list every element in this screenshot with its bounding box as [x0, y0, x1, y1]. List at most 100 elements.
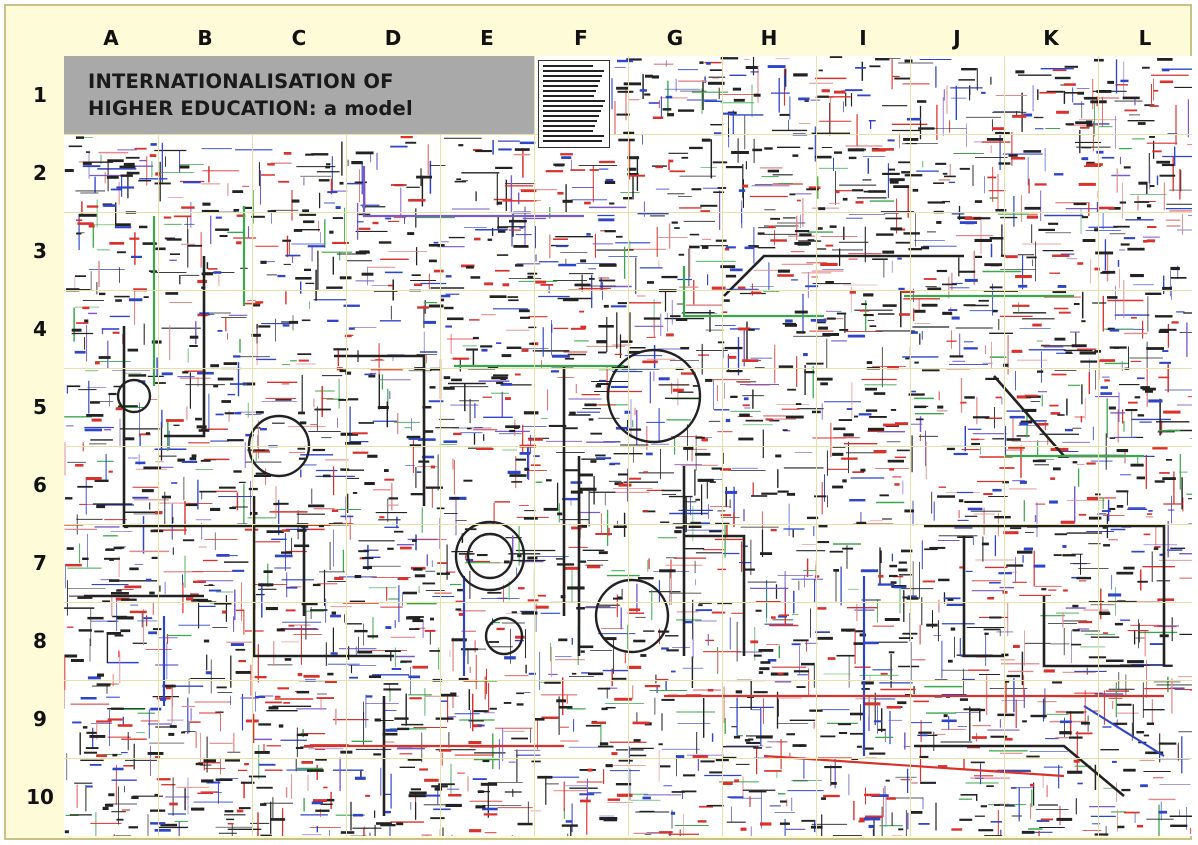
pathway-node-label: [571, 491, 583, 494]
pathway-node-label: [283, 324, 290, 326]
pathway-node-label: [1134, 201, 1149, 203]
pathway-node-label: [99, 293, 105, 295]
pathway-node-label: [364, 482, 375, 485]
pathway-node-label: [394, 531, 403, 533]
pathway-node-label: [355, 777, 366, 780]
pathway-node-label: [1056, 818, 1072, 821]
pathway-node-label: [766, 418, 773, 420]
pathway-node-label: [238, 660, 246, 662]
pathway-node-label: [1158, 377, 1169, 379]
pathway-node-label: [191, 599, 208, 602]
pathway-node-label: [131, 796, 138, 799]
pathway-node-label: [1171, 321, 1178, 323]
pathway-node-label: [995, 132, 1010, 135]
pathway-node-label: [277, 687, 289, 689]
pathway-node-label: [596, 457, 611, 459]
pathway-node-label: [1052, 681, 1062, 683]
pathway-node-label: [716, 759, 729, 762]
pathway-node-label: [563, 427, 577, 429]
pathway-node-label: [504, 702, 512, 704]
pathway-node-label: [75, 351, 86, 354]
pathway-node-label: [978, 829, 993, 831]
pathway-node-label: [834, 91, 846, 94]
pathway-node-label: [1032, 324, 1041, 327]
pathway-node-label: [86, 786, 93, 788]
pathway-node-label: [299, 360, 309, 362]
pathway-node-label: [886, 780, 890, 782]
pathway-node-label: [826, 245, 834, 247]
pathway-node-label: [121, 175, 133, 177]
pathway-node-label: [283, 702, 290, 704]
pathway-node-label: [617, 794, 633, 797]
pathway-node-label: [808, 148, 813, 150]
pathway-node-label: [1096, 90, 1111, 93]
pathway-node-label: [1162, 350, 1168, 352]
pathway-node-label: [698, 479, 714, 482]
pathway-node-label: [1071, 644, 1081, 646]
pathway-node-label: [298, 448, 306, 450]
pathway-node-label: [430, 368, 441, 371]
pathway-node-label: [785, 319, 793, 322]
pathway-node-label: [1015, 275, 1032, 278]
pathway-node-label: [459, 553, 475, 555]
legend-text-line: [543, 130, 593, 132]
pathway-node-label: [960, 168, 970, 170]
pathway-node-label: [666, 96, 673, 99]
pathway-node-label: [708, 689, 714, 692]
pathway-node-label: [817, 322, 826, 324]
pathway-node-label: [1072, 344, 1087, 347]
pathway-node-label: [131, 256, 142, 258]
pathway-node-label: [756, 610, 762, 612]
pathway-node-label: [619, 484, 632, 487]
pathway-node-label: [992, 489, 1001, 492]
pathway-node-label: [66, 288, 79, 291]
pathway-node-label: [109, 579, 120, 582]
pathway-node-label: [993, 310, 998, 313]
pathway-node-label: [974, 217, 991, 219]
pathway-node-label: [616, 87, 629, 90]
pathway-node-label: [1162, 69, 1170, 72]
pathway-node-label: [667, 113, 674, 116]
pathway-node-label: [698, 820, 707, 822]
pathway-node-label: [761, 493, 777, 495]
pathway-node-label: [587, 565, 600, 568]
pathway-node-label: [903, 138, 918, 141]
pathway-node-label: [580, 488, 597, 491]
pathway-node-label: [478, 725, 485, 727]
pathway-node-label: [285, 658, 292, 661]
pathway-node-label: [1102, 271, 1115, 274]
pathway-node-label: [936, 221, 941, 224]
pathway-node-label: [1131, 551, 1144, 553]
pathway-node-label: [412, 274, 421, 276]
pathway-node-label: [103, 204, 116, 207]
pathway-node-label: [228, 823, 234, 825]
legend-text-line: [543, 65, 593, 67]
pathway-node-label: [1022, 720, 1027, 722]
pathway-node-label: [1075, 121, 1091, 124]
pathway-node-label: [113, 768, 124, 771]
pathway-node-label: [586, 725, 601, 727]
pathway-node-label: [849, 157, 857, 159]
pathway-node-label: [1150, 185, 1155, 187]
pathway-node-label: [497, 226, 508, 228]
pathway-node-label: [258, 723, 271, 725]
pathway-node-label: [1026, 756, 1039, 758]
pathway-node-label: [516, 693, 524, 695]
pathway-node-label: [599, 280, 615, 282]
pathway-node-label: [340, 468, 349, 470]
pathway-node-label: [640, 89, 647, 92]
column-label-b: B: [158, 20, 252, 56]
pathway-node-label: [524, 468, 529, 471]
pathway-node-label: [329, 523, 336, 525]
pathway-node-label: [327, 673, 333, 676]
pathway-node-label: [790, 194, 796, 196]
pathway-node-label: [529, 673, 536, 675]
pathway-node-label: [385, 218, 391, 220]
pathway-node-label: [403, 592, 417, 595]
pathway-node-label: [129, 568, 138, 571]
pathway-node-label: [392, 668, 402, 670]
pathway-node-label: [701, 522, 710, 525]
pathway-node-label: [618, 473, 629, 475]
pathway-node-label: [196, 763, 203, 765]
pathway-node-label: [576, 607, 585, 610]
